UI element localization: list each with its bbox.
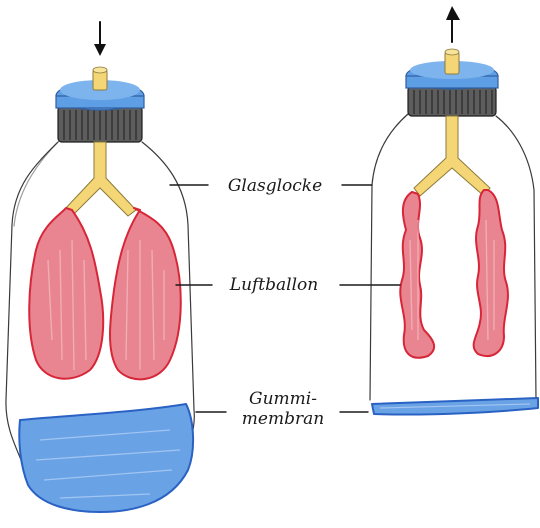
right-bell-jar-model	[370, 6, 538, 415]
left-rubber-membrane	[19, 404, 193, 512]
right-y-tube	[414, 116, 490, 196]
right-rubber-membrane	[372, 398, 538, 415]
bell-jar-label: Glasglocke	[228, 176, 322, 196]
balloon-label: Luftballon	[229, 275, 318, 295]
right-lung-right	[474, 190, 508, 356]
arrow-up-icon	[446, 6, 460, 42]
right-lung-left	[400, 192, 434, 358]
arrow-down-icon	[94, 22, 106, 56]
left-bell-jar-model	[6, 22, 194, 512]
right-lung-balloons	[400, 190, 508, 358]
labels: Glasglocke Luftballon Gummi- membran	[170, 176, 400, 429]
membrane-label-line1: Gummi-	[249, 389, 317, 409]
left-y-tube	[64, 142, 136, 216]
left-lung-left	[29, 208, 103, 379]
left-lung-right	[110, 208, 181, 379]
left-lung-balloons	[29, 208, 181, 379]
membrane-label-line2: membran	[242, 409, 324, 429]
